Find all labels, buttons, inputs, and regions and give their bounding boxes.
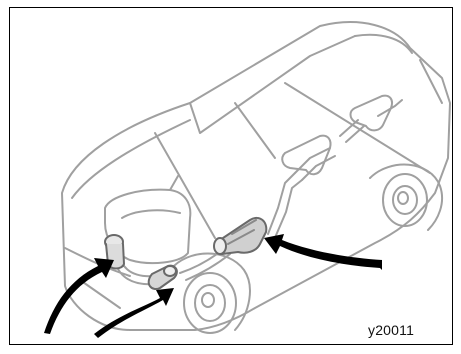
rear-muffler	[351, 96, 392, 131]
figure-frame: y20011	[9, 7, 453, 345]
center-muffler	[282, 136, 330, 175]
vehicle-body-outline	[62, 22, 450, 330]
pointer-arrow-right	[264, 234, 382, 270]
front-wheel	[170, 254, 250, 334]
catalytic-converter-manifold-front	[149, 266, 177, 289]
exhaust-system	[115, 100, 402, 284]
vehicle-exhaust-illustration	[10, 8, 453, 345]
figure-code: y20011	[368, 322, 414, 338]
catalytic-converter-main	[214, 218, 266, 254]
